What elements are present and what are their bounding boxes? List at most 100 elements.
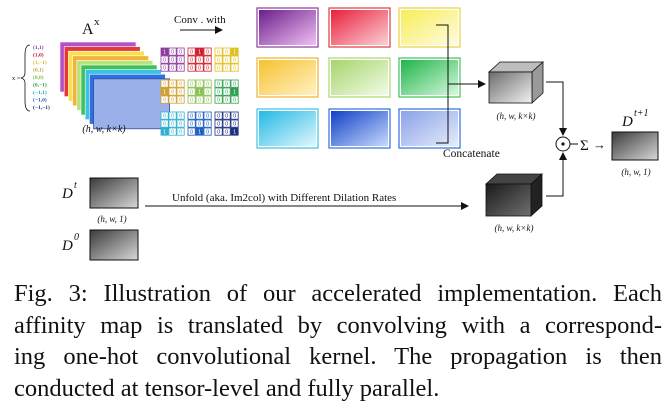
kernel-cell (214, 119, 223, 128)
d0-label: D (61, 238, 73, 254)
kernel-cell (187, 47, 196, 56)
kernel-cell (230, 63, 239, 72)
affinity-tensor-cube: (h, w, k×k) (487, 61, 545, 121)
kernel-cell (168, 63, 177, 72)
offset-items: (1,1)(1,0)(1,−1)(0,1)(0,0)(0,−1)(−1,1)(−… (33, 44, 50, 111)
kernel-digit: 0 (190, 82, 193, 88)
kernel-cell (203, 87, 212, 96)
kernel-cell (230, 95, 239, 104)
kernel-digit: 0 (163, 114, 166, 120)
kernel-digit: 0 (190, 50, 193, 56)
kernel-digit: 0 (198, 122, 201, 128)
kernel-cell (168, 79, 177, 88)
offset-item: (−1,0) (33, 97, 47, 104)
kernel-digit: 0 (206, 82, 209, 88)
kernel-digit: 1 (198, 130, 201, 136)
kernel-cell (195, 87, 204, 96)
depth-dt1: D t+1 (h, w, 1) (611, 108, 659, 177)
kernel-cell (176, 87, 185, 96)
offset-item: (1,−1) (33, 59, 47, 66)
kernel-cell (222, 111, 231, 120)
affinity-map (259, 10, 316, 45)
affinity-map (401, 60, 458, 95)
offset-brace (20, 44, 31, 112)
affinity-map-frame (398, 108, 461, 149)
depth-dt: D t (h, w, 1) (61, 177, 139, 224)
dt1-shape-label: (h, w, 1) (621, 167, 650, 177)
depth-d0: D 0 (61, 229, 139, 261)
affinity-map (331, 10, 388, 45)
kernel-digit: 0 (233, 58, 236, 64)
kernel-cell (187, 95, 196, 104)
kernel-digit: 0 (225, 90, 228, 96)
caption-line: ing one-hot convolutional kernel. The pr… (14, 343, 662, 370)
translated-affinity-maps (256, 7, 461, 149)
unfolded-depth-cube: (h, w, k×k) (484, 173, 544, 233)
conv-label: Conv . with (174, 14, 226, 26)
kernel-cell (195, 47, 204, 56)
affinity-map-frame (398, 7, 461, 48)
kernel-cell (168, 47, 177, 56)
kernel-cell (195, 119, 204, 128)
conv-arrow: Conv . with (174, 14, 226, 34)
upper-cube-shape-label: (h, w, k×k) (497, 111, 536, 121)
kernel-cell (187, 63, 196, 72)
kernel-digit: 0 (225, 82, 228, 88)
offset-item: (−1,−1) (33, 104, 50, 111)
kernel-digit: 0 (225, 98, 228, 104)
kernel-cell (187, 127, 196, 136)
kernel-cell (230, 87, 239, 96)
x-prefix: x = (12, 75, 21, 82)
caption-line: Fig. 3: Illustration of our accelerated … (14, 280, 662, 307)
kernel-digit: 0 (171, 90, 174, 96)
kernel-cell (230, 119, 239, 128)
kernel-digit: 0 (217, 50, 220, 56)
kernel-digit: 0 (225, 122, 228, 128)
kernel-cell (214, 55, 223, 64)
kernel-digit: 0 (179, 122, 182, 128)
offset-item: (0,1) (33, 67, 44, 74)
kernel-digit: 0 (171, 98, 174, 104)
kernel-cell (222, 63, 231, 72)
kernel-digit: 0 (171, 130, 174, 136)
kernel-cell (195, 127, 204, 136)
kernel-digit: 0 (179, 130, 182, 136)
kernel-cell (160, 79, 169, 88)
kernel-digit: 0 (171, 114, 174, 120)
kernel-cell (168, 127, 177, 136)
kernel-cell (168, 87, 177, 96)
kernel-digit: 0 (206, 114, 209, 120)
kernel-digit: 0 (171, 58, 174, 64)
kernel-cell (195, 95, 204, 104)
kernel-cell (230, 111, 239, 120)
kernel-digit: 0 (233, 82, 236, 88)
dt1-label: D (621, 114, 633, 130)
affinity-map (331, 60, 388, 95)
lower-cube-shape-label: (h, w, k×k) (495, 223, 534, 233)
sigma-symbol: Σ (580, 138, 589, 154)
dt-superscript: t (74, 180, 77, 191)
kernel-digit: 0 (163, 58, 166, 64)
affinity-map-frame (328, 57, 391, 98)
kernel-digit: 1 (198, 50, 201, 56)
kernel-digit: 0 (217, 66, 220, 72)
kernel-cell (168, 111, 177, 120)
kernel-digit: 1 (163, 90, 166, 96)
kernel-digit: 0 (163, 122, 166, 128)
stack-layers (59, 41, 170, 130)
kernel-cell (214, 127, 223, 136)
kernel-digit: 0 (225, 130, 228, 136)
kernel-cell (176, 79, 185, 88)
kernel-digit: 0 (217, 82, 220, 88)
figure-diagram: A x (h, w, k×k) x = (1,1)(1,0)(1,−1)(0,1… (12, 7, 659, 261)
kernel-cell (222, 55, 231, 64)
kernel-cell (176, 127, 185, 136)
kernel-digit: 0 (190, 130, 193, 136)
kernel-cell (176, 47, 185, 56)
offset-item: (1,0) (33, 52, 44, 59)
offset-item: (0,−1) (33, 82, 47, 89)
kernel-digit: 0 (190, 90, 193, 96)
kernel-digit: 0 (225, 66, 228, 72)
kernel-cell (214, 79, 223, 88)
kernel-cell (187, 111, 196, 120)
